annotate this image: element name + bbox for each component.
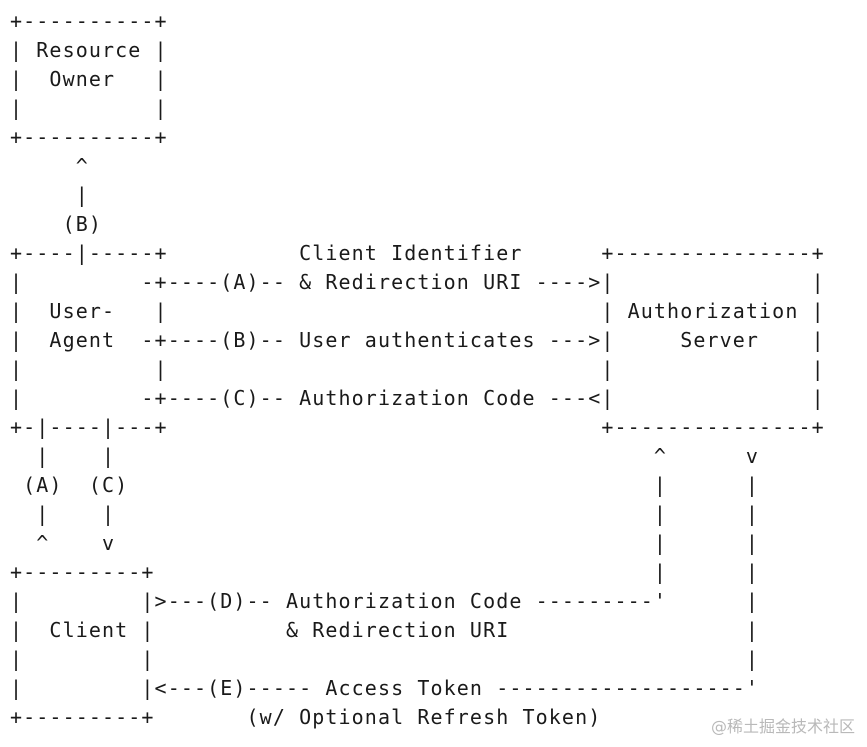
diagram-line: | | xyxy=(10,96,168,120)
diagram-line: | -+----(C)-- Authorization Code ---<| | xyxy=(10,386,825,410)
diagram-line: | -+----(A)-- & Redirection URI ---->| | xyxy=(10,270,825,294)
diagram-line: +---------+ (w/ Optional Refresh Token) xyxy=(10,705,602,729)
diagram-line: | Resource | xyxy=(10,38,168,62)
diagram-line: | Agent -+----(B)-- User authenticates -… xyxy=(10,328,825,352)
diagram-line: ^ xyxy=(10,154,89,178)
watermark: @稀土掘金技术社区 xyxy=(710,717,855,736)
diagram-line: +---------+ | | xyxy=(10,560,760,584)
diagram-line: | Client | & Redirection URI | xyxy=(10,618,760,642)
diagram-line: | |>---(D)-- Authorization Code --------… xyxy=(10,589,760,613)
diagram-line: +----------+ xyxy=(10,9,168,33)
diagram-line: (A) (C) | | xyxy=(10,473,760,497)
diagram-line: | | | | xyxy=(10,502,760,526)
diagram-line: +----|-----+ Client Identifier +--------… xyxy=(10,241,825,265)
diagram-line: ^ v | | xyxy=(10,531,760,555)
diagram-line: | Owner | xyxy=(10,67,168,91)
diagram-line: | xyxy=(10,183,89,207)
authorization-code-flow-diagram: +----------+ | Resource | | Owner | | | +---… xyxy=(10,7,825,732)
diagram-line: | User- | | Authorization | xyxy=(10,299,825,323)
diagram-line: +----------+ xyxy=(10,125,168,149)
diagram-line: | | ^ v xyxy=(10,444,760,468)
diagram-line: (B) xyxy=(10,212,102,236)
diagram-line: +-|----|---+ +---------------+ xyxy=(10,415,825,439)
diagram-line: | | | xyxy=(10,647,760,671)
diagram-line: | |<---(E)----- Access Token -----------… xyxy=(10,676,760,700)
diagram-line: | | | | xyxy=(10,357,825,381)
